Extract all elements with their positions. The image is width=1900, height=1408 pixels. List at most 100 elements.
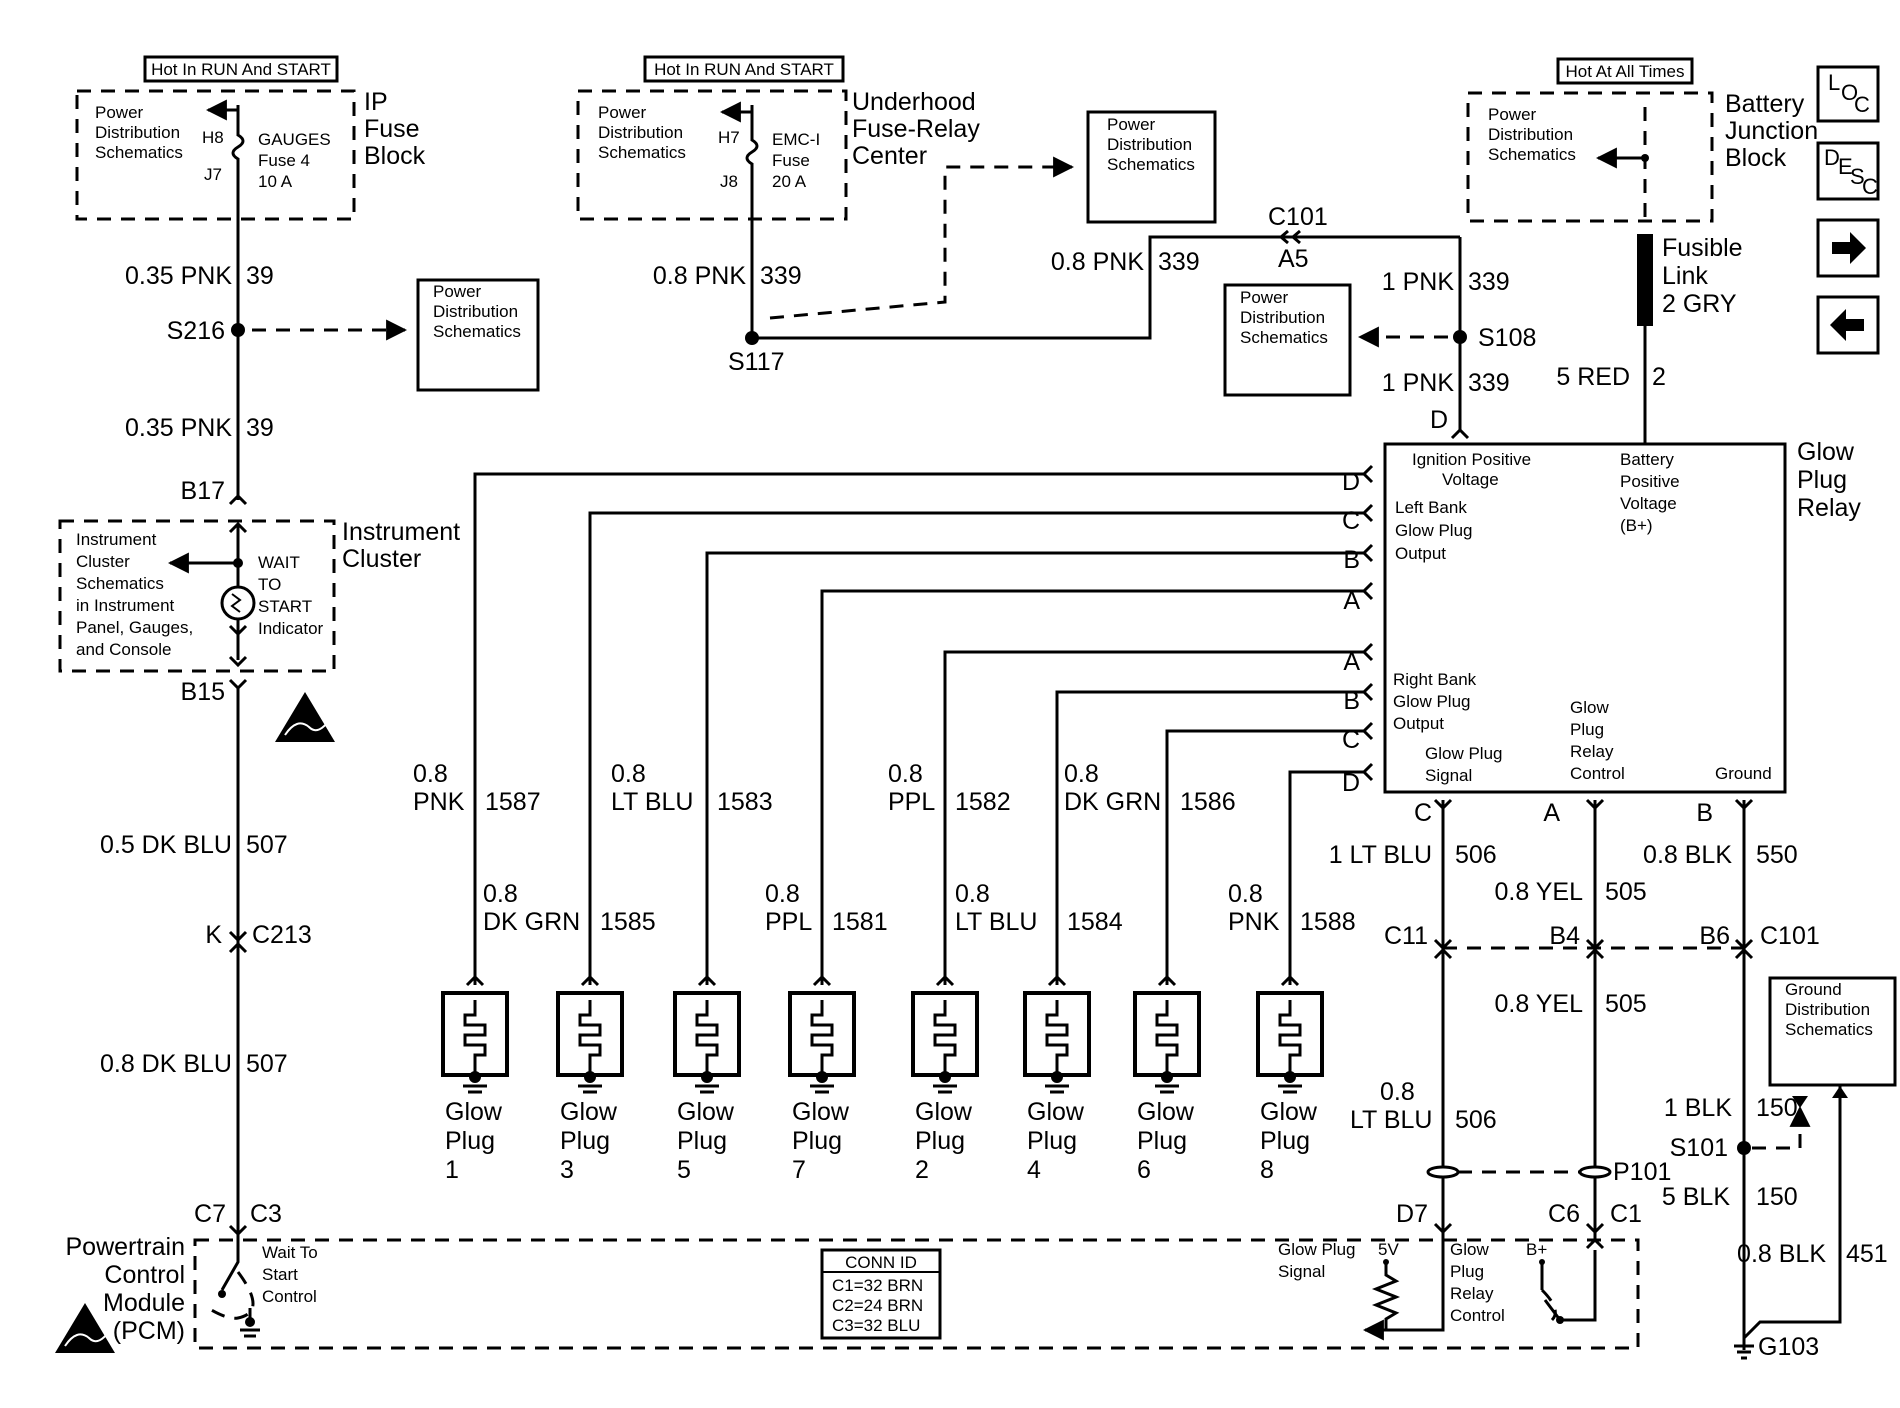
svg-text:Underhood: Underhood xyxy=(852,88,976,116)
svg-text:Link: Link xyxy=(1662,262,1708,290)
c7-label: C7 xyxy=(194,1200,226,1228)
svg-text:Output: Output xyxy=(1393,714,1444,733)
instrument-cluster-ref: Instrument Cluster Schematics in Instrum… xyxy=(76,530,193,659)
fusible-link-symbol xyxy=(1637,234,1653,326)
wire-505-upper-size: 0.8 YEL xyxy=(1494,878,1583,906)
s216-label: S216 xyxy=(167,317,225,345)
relay-bot-pin-a: A xyxy=(1543,799,1560,827)
svg-text:Control: Control xyxy=(1450,1306,1505,1325)
svg-text:Cluster: Cluster xyxy=(76,552,130,571)
glow-plug-label: Glow xyxy=(677,1098,735,1126)
svg-text:START: START xyxy=(258,597,312,616)
svg-text:WAIT: WAIT xyxy=(258,553,300,572)
glow-plug-label: Glow xyxy=(1137,1098,1195,1126)
pcm-bplus-label: B+ xyxy=(1526,1240,1547,1259)
svg-text:Left Bank: Left Bank xyxy=(1395,498,1467,517)
svg-text:1585: 1585 xyxy=(600,908,656,936)
svg-text:(B+): (B+) xyxy=(1620,516,1653,535)
svg-text:Schematics: Schematics xyxy=(76,574,164,593)
prev-page-button[interactable] xyxy=(1816,295,1880,355)
wire-506-upper-num: 506 xyxy=(1455,841,1497,869)
svg-text:Control: Control xyxy=(262,1287,317,1306)
svg-text:0.8: 0.8 xyxy=(765,880,800,908)
svg-text:PNK: PNK xyxy=(413,788,465,816)
relay-pin-a-right: A xyxy=(1343,648,1360,676)
relay-battery-voltage-label: Battery Positive Voltage (B+) xyxy=(1620,450,1680,535)
wait-to-start-label: WAIT TO START Indicator xyxy=(258,553,324,638)
svg-text:Schematics: Schematics xyxy=(1488,145,1576,164)
wire-150-upper-num: 150 xyxy=(1756,1094,1798,1122)
svg-text:1584: 1584 xyxy=(1067,908,1123,936)
svg-text:1581: 1581 xyxy=(832,908,888,936)
svg-text:Fuse 4: Fuse 4 xyxy=(258,151,310,170)
svg-text:Distribution: Distribution xyxy=(1785,1000,1870,1019)
instrument-cluster-outline xyxy=(58,519,336,673)
arrow-right-icon xyxy=(1832,232,1866,264)
ip-h8-label: H8 xyxy=(202,128,224,147)
svg-text:IP: IP xyxy=(364,88,388,116)
wire-550-num: 550 xyxy=(1756,841,1798,869)
fusible-link-label: Fusible Link 2 GRY xyxy=(1662,234,1743,318)
relay-ground-label: Ground xyxy=(1715,764,1772,783)
c1-label: C1 xyxy=(1610,1200,1642,1228)
ground-distribution-box xyxy=(1768,976,1897,1087)
glow-plug-label: Glow xyxy=(1027,1098,1085,1126)
svg-text:Relay: Relay xyxy=(1797,494,1861,522)
relay-bot-pin-b: B xyxy=(1696,799,1713,827)
wait-to-start-indicator-icon xyxy=(220,585,256,621)
glow-plug-label: Glow xyxy=(792,1098,850,1126)
wire-150-upper-size: 1 BLK xyxy=(1664,1094,1732,1122)
svg-text:Glow Plug: Glow Plug xyxy=(1425,744,1502,763)
svg-text:1588: 1588 xyxy=(1300,908,1356,936)
svg-text:PNK: PNK xyxy=(1228,908,1280,936)
svg-text:Plug: Plug xyxy=(1797,466,1847,494)
relay-pin-b-left: B xyxy=(1343,546,1360,574)
relay-pin-c-right: C xyxy=(1342,726,1360,754)
c101-lower-label: C101 xyxy=(1760,922,1820,950)
svg-text:20 A: 20 A xyxy=(772,172,807,191)
g103-label: G103 xyxy=(1758,1333,1819,1361)
svg-text:CONN ID: CONN ID xyxy=(845,1253,917,1272)
svg-text:339: 339 xyxy=(1158,248,1200,276)
glow-plug-label: Plug xyxy=(915,1127,965,1155)
esd-icon xyxy=(275,692,335,742)
wire-505-upper-num: 505 xyxy=(1605,878,1647,906)
glow-plug-number: 5 xyxy=(677,1156,691,1184)
svg-text:L: L xyxy=(1828,70,1840,95)
ip-fuse-label: GAUGES Fuse 4 10 A xyxy=(258,130,331,191)
wire-506-lower-size: 0.8 xyxy=(1380,1078,1415,1106)
svg-text:C1=32 BRN: C1=32 BRN xyxy=(832,1276,923,1295)
svg-text:0.8: 0.8 xyxy=(611,760,646,788)
instrument-cluster-title: Instrument Cluster xyxy=(342,518,460,573)
svg-text:10 A: 10 A xyxy=(258,172,293,191)
svg-text:Glow: Glow xyxy=(1450,1240,1489,1259)
svg-text:Power: Power xyxy=(1107,115,1156,134)
uh-fuse-label: EMC-I Fuse 20 A xyxy=(772,130,820,191)
wire-5-red-label: 5 RED 2 xyxy=(1556,363,1666,391)
relay-pin-c-left: C xyxy=(1342,507,1360,535)
battery-jb-title: Battery Junction Block xyxy=(1725,90,1818,172)
svg-text:DK GRN: DK GRN xyxy=(1064,788,1161,816)
svg-text:PPL: PPL xyxy=(888,788,935,816)
svg-text:507: 507 xyxy=(246,1050,288,1078)
next-page-button[interactable] xyxy=(1816,218,1880,278)
svg-text:Block: Block xyxy=(1725,144,1787,172)
svg-text:Cluster: Cluster xyxy=(342,545,421,573)
wire-39-upper-label: 0.35 PNK 39 xyxy=(125,262,274,290)
svg-text:Battery: Battery xyxy=(1725,90,1805,118)
svg-text:1586: 1586 xyxy=(1180,788,1236,816)
relay-left-bank-label: Left Bank Glow Plug Output xyxy=(1395,498,1472,563)
battery-header-tag: Hot At All Times xyxy=(1556,57,1694,85)
splice-s101 xyxy=(1737,1141,1751,1155)
svg-text:PPL: PPL xyxy=(765,908,812,936)
svg-text:339: 339 xyxy=(1468,268,1510,296)
svg-text:0.8: 0.8 xyxy=(413,760,448,788)
svg-text:Schematics: Schematics xyxy=(598,143,686,162)
svg-text:1583: 1583 xyxy=(717,788,773,816)
